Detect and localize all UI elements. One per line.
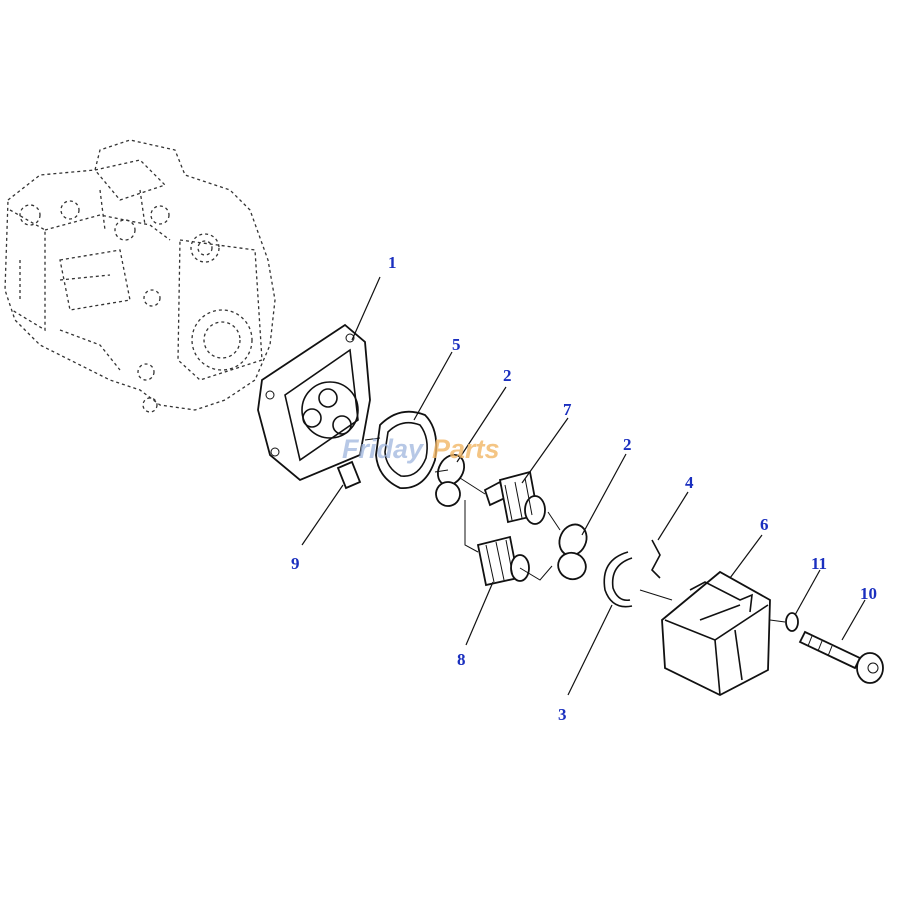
watermark-text-b: Parts — [432, 434, 500, 464]
part-10-bolt — [798, 630, 884, 684]
callout-9: 9 — [291, 554, 300, 573]
leader-lines — [301, 276, 866, 696]
part-5-gasket — [375, 410, 438, 489]
part-2b-seal — [557, 523, 588, 581]
callout-2b: 2 — [623, 435, 632, 454]
callout-7: 7 — [563, 400, 572, 419]
callout-10: 10 — [860, 584, 877, 603]
callout-2a: 2 — [503, 366, 512, 385]
watermark: Friday Parts — [342, 434, 500, 464]
main-pump-body — [4, 139, 276, 413]
assembly-axis-lines — [364, 437, 786, 623]
callout-5: 5 — [452, 335, 461, 354]
callout-labels: 1 2 2 3 4 5 6 7 8 9 10 11 — [291, 253, 877, 724]
callout-1: 1 — [388, 253, 397, 272]
callout-11: 11 — [811, 554, 827, 573]
callout-6: 6 — [760, 515, 769, 534]
part-8-driven-gear — [476, 535, 530, 587]
part-7-drive-gear — [483, 470, 546, 525]
watermark-text-a: Friday — [342, 434, 425, 464]
part-2a-seal — [435, 454, 466, 507]
part-9-pin — [336, 460, 362, 490]
callout-8: 8 — [457, 650, 466, 669]
part-11-washer — [785, 612, 799, 632]
part-3-snap-ring — [603, 551, 633, 608]
callout-3: 3 — [558, 705, 567, 724]
part-6-end-cover — [661, 570, 771, 697]
part-1-cover — [257, 323, 371, 482]
part-4-clip — [651, 539, 661, 579]
callout-4: 4 — [685, 473, 694, 492]
